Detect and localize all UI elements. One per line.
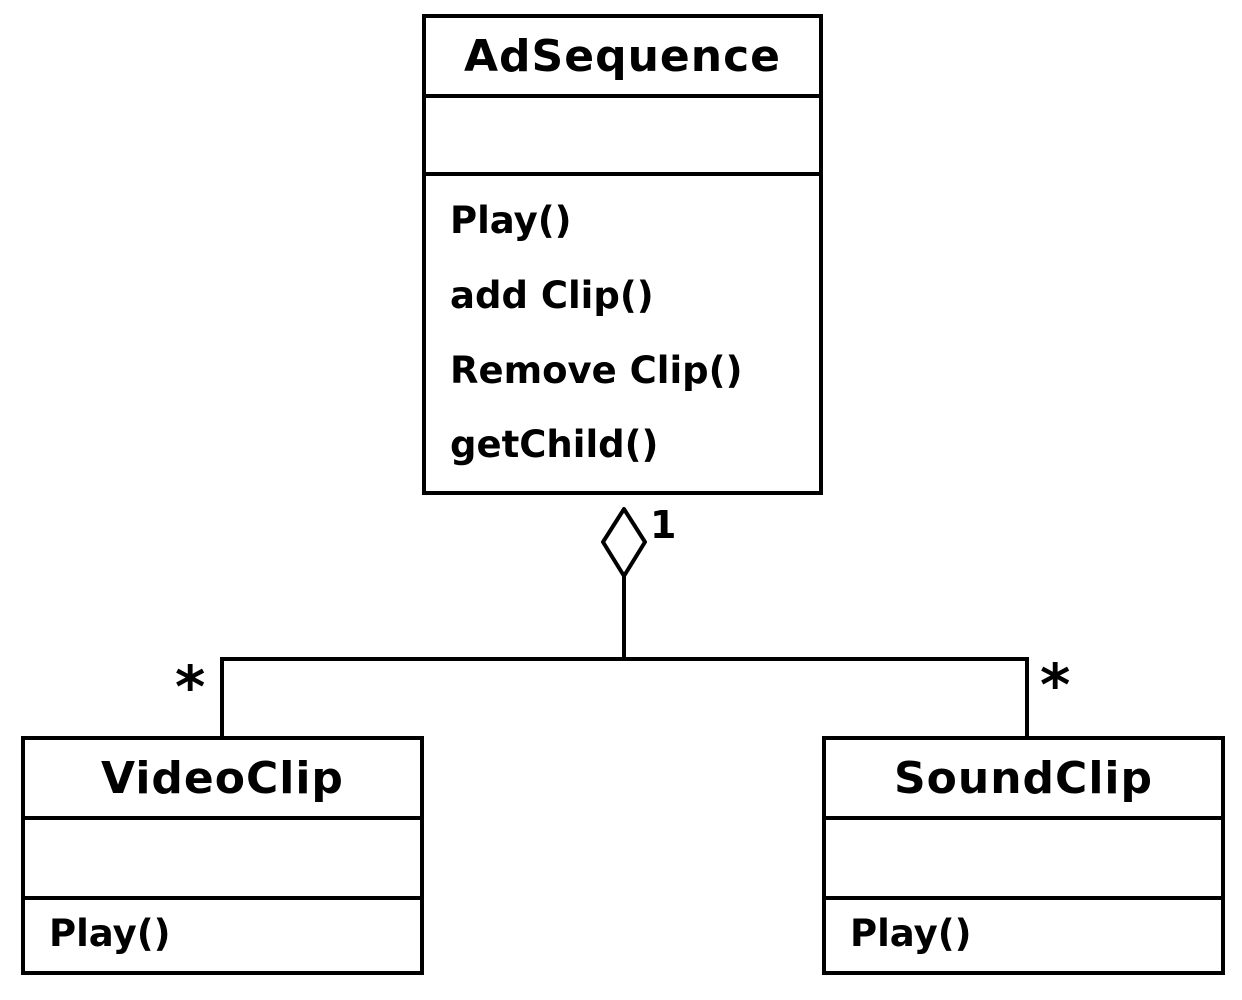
videoclip-methods-compartment: Play() (25, 900, 420, 971)
soundclip-title-compartment: SoundClip (826, 740, 1221, 820)
method-addclip: add Clip() (450, 273, 654, 317)
class-name-videoclip: VideoClip (101, 752, 344, 804)
method-play: Play() (450, 199, 572, 243)
method-getchild: getChild() (450, 423, 659, 467)
method-removeclip: Remove Clip() (450, 348, 743, 392)
multiplicity-label-soundclip: * (1040, 651, 1071, 719)
aggregation-branch-lines (220, 657, 1029, 740)
class-box-adsequence: AdSequence Play() add Clip() Remove Clip… (422, 14, 823, 495)
adsequence-attributes-compartment (426, 98, 819, 176)
class-box-soundclip: SoundClip Play() (822, 736, 1225, 975)
soundclip-methods-compartment: Play() (826, 900, 1221, 971)
videoclip-attributes-compartment (25, 820, 420, 900)
multiplicity-label-whole: 1 (650, 503, 677, 547)
class-box-videoclip: VideoClip Play() (21, 736, 424, 975)
class-name-soundclip: SoundClip (893, 752, 1153, 804)
videoclip-title-compartment: VideoClip (25, 740, 420, 820)
soundclip-attributes-compartment (826, 820, 1221, 900)
adsequence-title-compartment: AdSequence (426, 18, 819, 98)
aggregation-diamond-icon (601, 507, 647, 578)
method-play: Play() (49, 912, 171, 956)
class-name-adsequence: AdSequence (464, 30, 781, 82)
multiplicity-label-videoclip: * (175, 653, 206, 721)
adsequence-methods-compartment: Play() add Clip() Remove Clip() getChild… (426, 176, 819, 491)
method-play: Play() (850, 912, 972, 956)
